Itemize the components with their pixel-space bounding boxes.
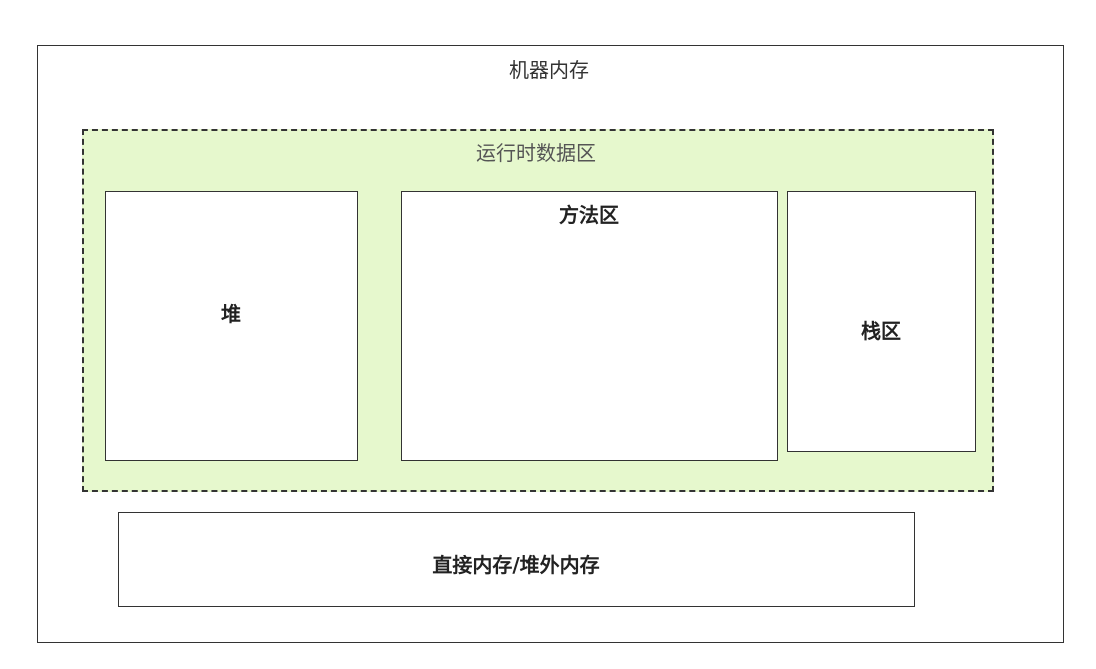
stack-area-label: 栈区	[861, 319, 901, 343]
direct-memory-label: 直接内存/堆外内存	[432, 553, 600, 577]
method-area-box	[401, 191, 778, 461]
heap-label: 堆	[221, 302, 241, 326]
method-area-label: 方法区	[559, 203, 619, 227]
heap-box	[105, 191, 358, 461]
stack-area-box	[787, 191, 976, 452]
runtime-data-area-label: 运行时数据区	[476, 141, 596, 165]
direct-memory-box	[118, 512, 915, 607]
machine-memory-label: 机器内存	[509, 58, 589, 82]
